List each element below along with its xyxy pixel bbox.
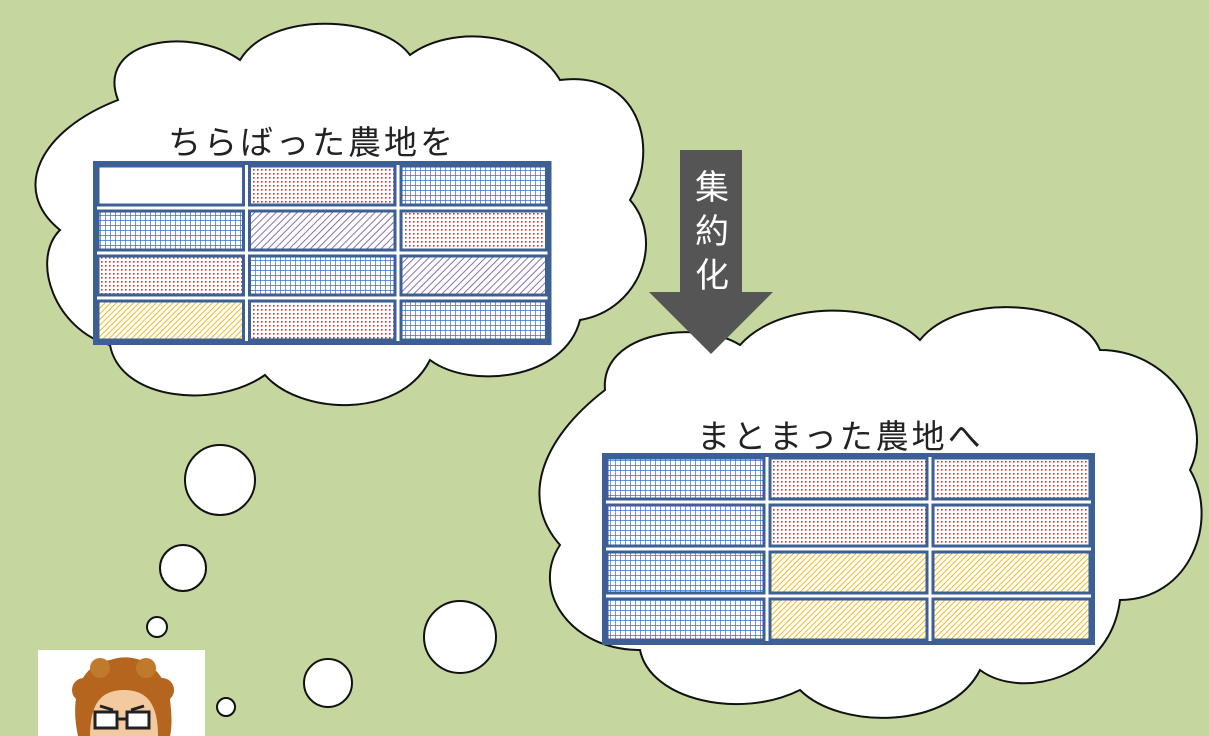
before-plot-blue-grid xyxy=(399,299,548,342)
before-plot-yellow-hatch xyxy=(96,299,245,342)
thought-bubble xyxy=(216,697,236,717)
after-plot-blue-grid xyxy=(605,597,766,642)
after-plot-yellow-hatch xyxy=(931,597,1092,642)
thought-bubble xyxy=(159,544,207,592)
after-plot-red-dot xyxy=(931,503,1092,548)
before-plot-red-dot xyxy=(248,299,397,342)
after-title: まとまった農地へ xyxy=(697,417,984,456)
after-plot-red-dot xyxy=(931,456,1092,501)
thought-bubble xyxy=(184,444,256,516)
after-plot-yellow-hatch xyxy=(768,597,929,642)
thought-bubble xyxy=(423,600,497,674)
after-plot-blue-grid xyxy=(605,456,766,501)
thought-bubble xyxy=(146,616,168,638)
arrow-char: 化 xyxy=(695,256,729,296)
thought-bubble xyxy=(303,658,353,708)
field-grid-after xyxy=(602,453,1095,645)
before-plot-blue-grid xyxy=(248,254,397,297)
arrow-char: 集 xyxy=(695,168,729,208)
after-plot-red-dot xyxy=(768,503,929,548)
before-plot-blue-grid xyxy=(399,164,548,207)
before-plot-red-dot xyxy=(399,209,548,252)
before-plot-blue-grid xyxy=(96,209,245,252)
before-plot-white xyxy=(96,164,245,207)
before-plot-red-dot xyxy=(96,254,245,297)
before-plot-red-dot xyxy=(248,164,397,207)
farmer-avatar-icon xyxy=(38,650,205,736)
before-plot-purple-hatch xyxy=(248,209,397,252)
after-plot-red-dot xyxy=(768,456,929,501)
arrow-char: 約 xyxy=(695,212,729,252)
field-grid-before xyxy=(93,161,552,345)
down-arrow-icon xyxy=(649,150,773,354)
before-plot-purple-hatch xyxy=(399,254,548,297)
after-plot-yellow-hatch xyxy=(931,550,1092,595)
after-plot-blue-grid xyxy=(605,503,766,548)
arrow-label: 集 約 化 xyxy=(680,166,744,298)
before-title: ちらばった農地を xyxy=(168,123,456,162)
after-plot-yellow-hatch xyxy=(768,550,929,595)
after-plot-blue-grid xyxy=(605,550,766,595)
